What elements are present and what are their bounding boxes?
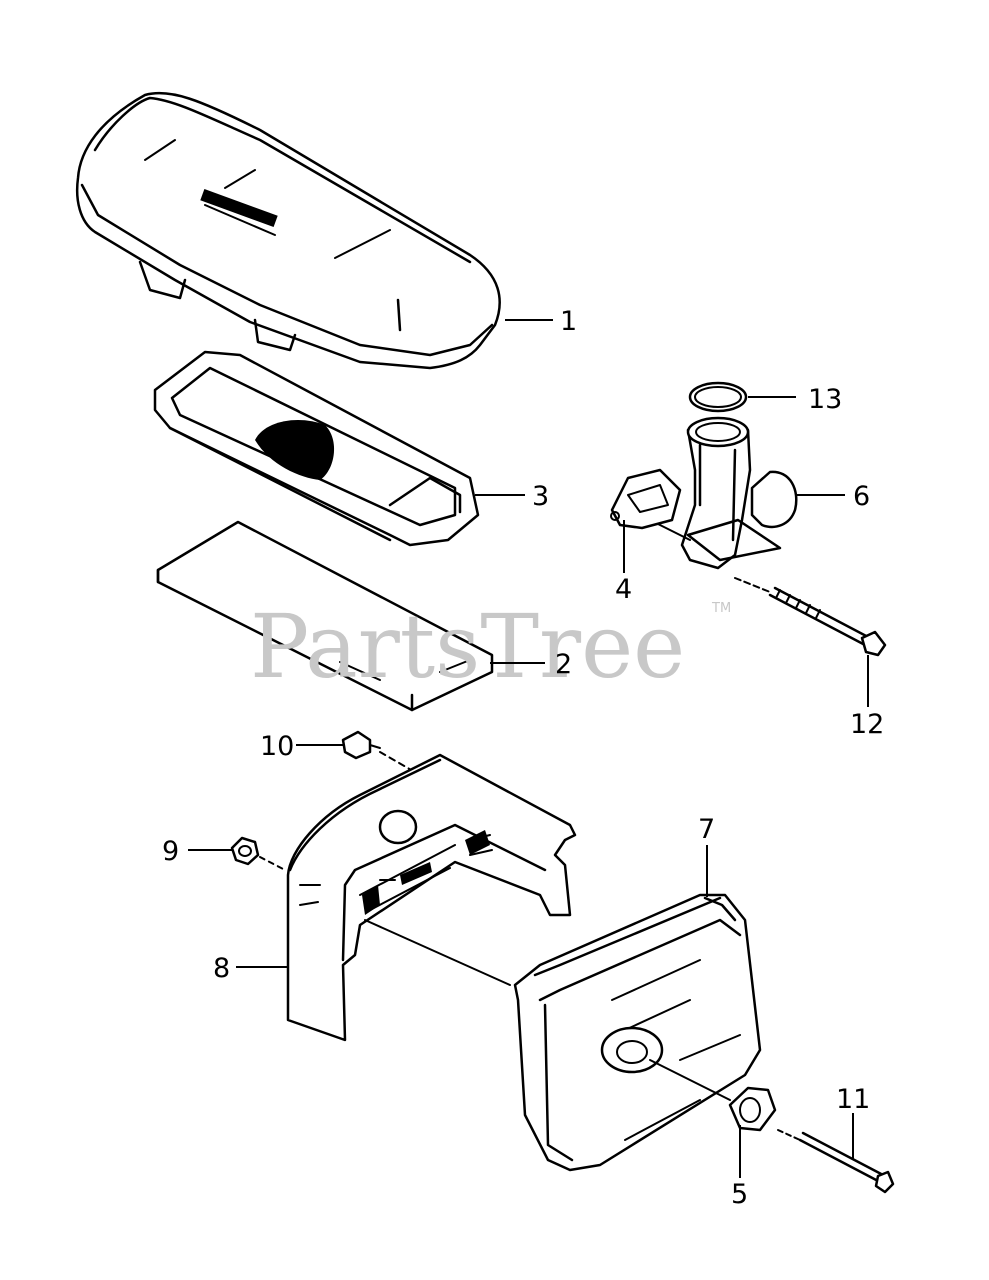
part-3-filter-frame[interactable] xyxy=(153,350,480,547)
part-6-intake-elbow[interactable] xyxy=(649,416,798,570)
part-11-muffler-bolt[interactable] xyxy=(777,1129,895,1194)
part-8-muffler-guard[interactable] xyxy=(286,753,577,1042)
part-7-muffler[interactable] xyxy=(364,893,762,1172)
watermark: PartsTree TM xyxy=(250,595,731,698)
callout-10: 10 xyxy=(260,731,294,762)
part-2-pre-filter-pad[interactable] xyxy=(156,520,494,712)
part-4-gasket[interactable] xyxy=(610,468,682,530)
part-9-nut[interactable] xyxy=(230,836,286,871)
part-10-flange-bolt[interactable] xyxy=(341,730,421,776)
watermark-trademark: TM xyxy=(711,601,731,616)
callouts: 1 2 3 4 5 6 7 8 9 10 11 12 13 xyxy=(162,306,884,1210)
part-1-air-cleaner-cover[interactable] xyxy=(76,91,501,370)
callout-12: 12 xyxy=(850,709,884,740)
callout-8: 8 xyxy=(213,953,230,984)
callout-13: 13 xyxy=(808,384,842,415)
part-12-bolt[interactable] xyxy=(734,577,887,657)
callout-4: 4 xyxy=(615,574,632,605)
watermark-text: PartsTree xyxy=(250,595,685,698)
callout-7: 7 xyxy=(698,814,715,845)
callout-11: 11 xyxy=(836,1084,870,1115)
callout-1: 1 xyxy=(560,306,577,337)
part-13-o-ring[interactable] xyxy=(688,381,748,413)
callout-9: 9 xyxy=(162,836,179,867)
callout-6: 6 xyxy=(853,481,870,512)
callout-5: 5 xyxy=(731,1179,748,1210)
callout-3: 3 xyxy=(532,481,549,512)
leader-lines xyxy=(188,319,869,1178)
part-5-muffler-gasket[interactable] xyxy=(728,1086,777,1132)
callout-2: 2 xyxy=(555,649,572,680)
